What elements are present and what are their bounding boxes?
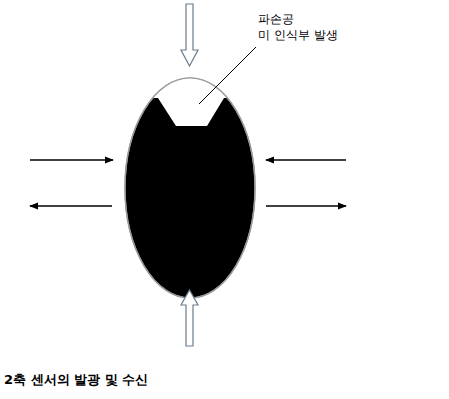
- emitter-arrow-bottom: [181, 290, 198, 346]
- figure-caption: 2축 센서의 발광 및 수신: [4, 372, 148, 388]
- callout-label: 미 인식부 발생: [258, 28, 338, 42]
- callout-label: 파손공: [258, 12, 294, 26]
- emitter-arrow-top: [181, 4, 198, 66]
- receive-arrow-left: [30, 205, 112, 206]
- ball-outline: [125, 78, 255, 298]
- emit-arrow-left: [30, 159, 113, 160]
- emit-arrow-right: [266, 159, 346, 160]
- broken-region: [110, 60, 270, 126]
- leader-line: [199, 47, 256, 104]
- receive-arrow-right: [266, 205, 346, 206]
